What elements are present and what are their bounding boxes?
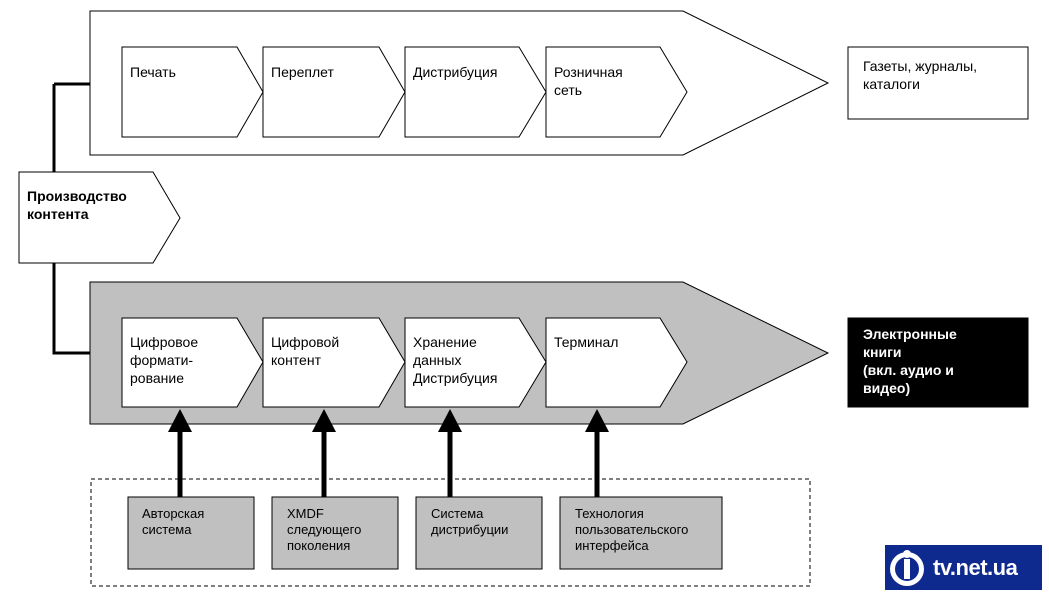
- up-arrow: [438, 409, 462, 497]
- up-arrow: [168, 409, 192, 497]
- print-step-shape: [121, 46, 264, 138]
- digital-step-shape: [404, 317, 547, 408]
- print-step-shape: [262, 46, 406, 138]
- digital-step-shape: [121, 317, 264, 408]
- tech-box: [271, 496, 399, 570]
- print-step-label: Печать: [130, 64, 176, 80]
- print-step-label: Дистрибуция: [413, 64, 498, 80]
- logo-mark-icon: [890, 550, 924, 586]
- source-pentagon: [18, 171, 181, 264]
- up-arrow: [585, 409, 609, 497]
- tech-box: [127, 496, 255, 570]
- digital-output-box: [847, 317, 1029, 408]
- digital-step-label: Терминал: [554, 334, 619, 350]
- tech-box: [559, 496, 723, 570]
- digital-step-shape: [545, 317, 688, 408]
- print-output-label: Газеты, журналы,каталоги: [863, 58, 978, 92]
- up-arrow: [312, 409, 336, 497]
- digital-step-shape: [262, 317, 406, 408]
- print-output-box: [847, 46, 1029, 120]
- logo-text: tv.net.ua: [933, 555, 1018, 580]
- tech-box: [415, 496, 543, 570]
- print-step-shape: [545, 46, 688, 138]
- print-step-label: Переплет: [271, 64, 334, 80]
- site-logo: tv.net.ua: [885, 545, 1042, 590]
- print-step-shape: [404, 46, 547, 138]
